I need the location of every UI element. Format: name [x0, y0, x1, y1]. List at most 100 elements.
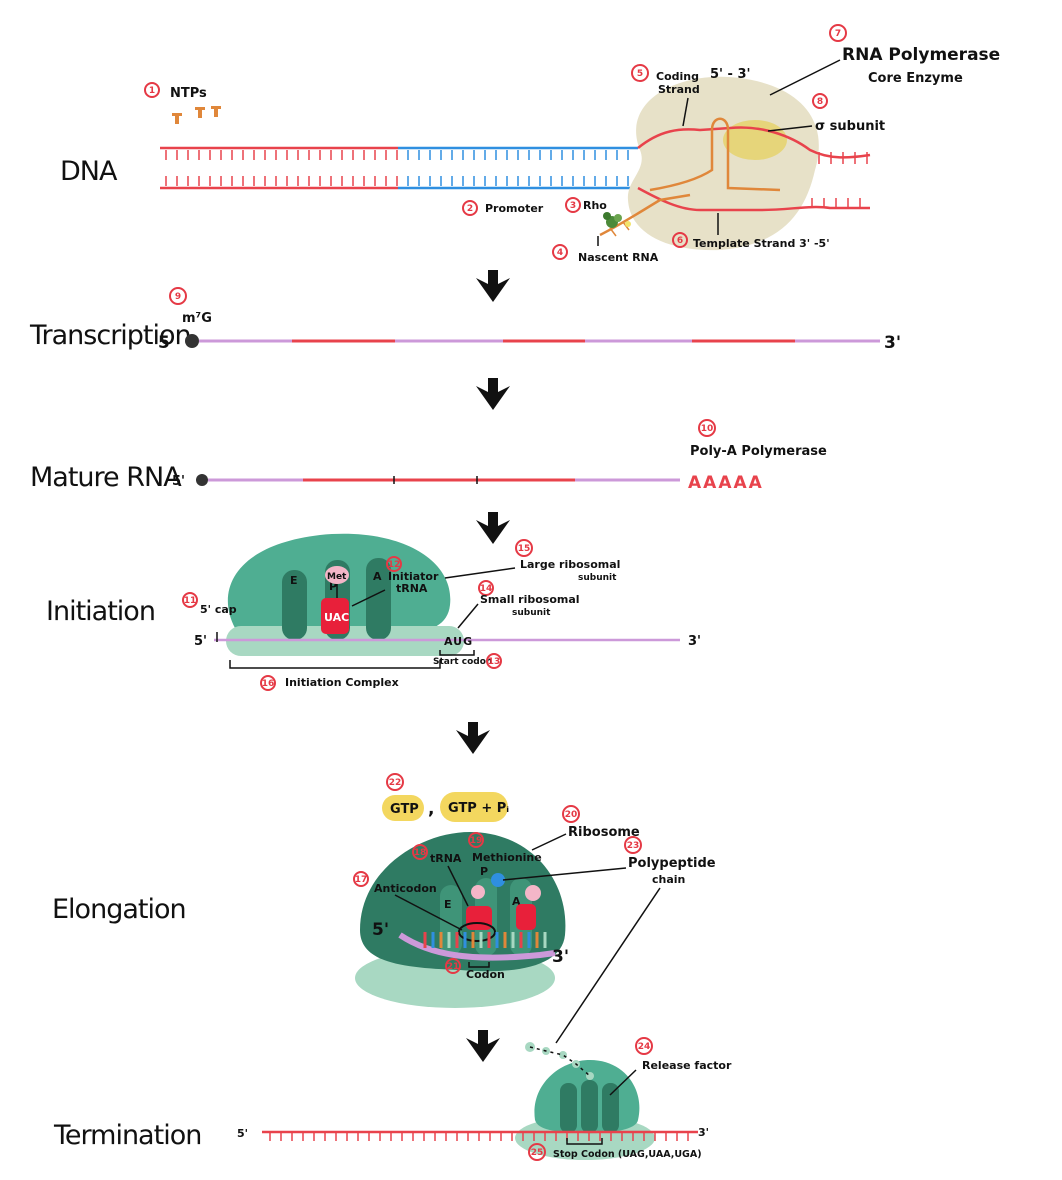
coding-strand-direction: 5' - 3' [710, 67, 751, 82]
stage-title-elongation: Elongation [52, 894, 186, 925]
codon-number: 21 [447, 962, 460, 972]
rho-number: 3 [570, 201, 576, 211]
rna-polymerase-label-2: Core Enzyme [868, 71, 963, 86]
rho-label-group: 3 Rho [565, 197, 607, 213]
stop-codon-label: Stop Codon (UAG,UAA,UGA) [553, 1149, 702, 1160]
initiator-trna-number: 12 [388, 560, 401, 570]
sigma-label: σ subunit [815, 119, 885, 134]
rna-polymerase-number: 7 [835, 29, 841, 39]
a-site-pillar [366, 558, 391, 640]
start-codon-sequence: AUG [444, 635, 473, 648]
initiator-trna-label-2: tRNA [396, 582, 428, 595]
init-cap-label: 5' cap [200, 603, 237, 616]
sigma-subunit [723, 120, 787, 160]
arrow-down-icon [476, 270, 510, 302]
methionine-number: 19 [470, 836, 483, 846]
elongation-mrna [398, 932, 556, 961]
ntps-label: NTPs [170, 86, 207, 101]
methionine-blob [471, 885, 485, 899]
arrow-down-icon [476, 512, 510, 544]
ntps-group: 1 NTPs [144, 82, 221, 124]
stage-title-dna: DNA [60, 156, 118, 187]
mature-rna-section: Mature RNA 5' AAAAA 10 Poly-A Polymerase [30, 419, 827, 493]
start-codon-number: 13 [488, 657, 501, 667]
init-cap-number: 11 [184, 596, 197, 606]
stage-title-mature-rna: Mature RNA [30, 462, 182, 493]
transcription-5prime: 5' [158, 333, 175, 353]
template-strand-label-group: 6 Template Strand 3' -5' [672, 213, 830, 250]
large-subunit-label-2: subunit [578, 573, 617, 583]
small-subunit-number: 14 [480, 584, 493, 594]
rna-polymerase-label-group: 7 RNA Polymerase Core Enzyme [769, 24, 1000, 96]
sigma-number: 8 [817, 97, 823, 107]
sigma-label-group: 8 σ subunit [767, 93, 885, 134]
coding-strand-label-group: 5 Coding Strand 5' - 3' [631, 64, 751, 127]
init-5prime: 5' [194, 634, 207, 649]
nascent-rna-label: Nascent RNA [578, 251, 659, 264]
rho-label: Rho [583, 199, 607, 212]
gtp-group: 22 GTP , GTP + Pᵢ [382, 773, 509, 822]
trna-label: tRNA [430, 852, 462, 865]
large-subunit-number: 15 [518, 544, 531, 554]
rho-factor [603, 212, 631, 228]
term-3prime: 3' [698, 1126, 709, 1139]
template-strand-label: Template Strand 3' -5' [693, 237, 830, 250]
large-subunit-label-group: 15 Large ribosomal subunit [444, 539, 620, 583]
initiator-trna [321, 598, 349, 634]
init-site-p: P [329, 580, 337, 593]
release-factor-label: Release factor [642, 1059, 732, 1072]
polypeptide-label-2: chain [652, 873, 685, 886]
elong-5prime: 5' [372, 920, 389, 940]
gtp-separator: , [428, 799, 434, 819]
template-strand-number: 6 [677, 236, 683, 246]
elong-site-p: P [480, 865, 488, 878]
init-site-e: E [290, 574, 298, 587]
gtp-label: GTP [390, 802, 419, 817]
initiation-complex-label: Initiation Complex [285, 676, 399, 689]
mature-cap-icon [196, 474, 208, 486]
gtp-pi-cloud [440, 792, 508, 822]
initiation-section: Initiation E P A UAC Met 5' 3' AUG 11 5'… [46, 533, 701, 691]
a-site-trna [516, 904, 536, 930]
gtp-number: 22 [389, 778, 402, 788]
elong-site-a: A [512, 895, 521, 908]
release-factor-label-group: 24 Release factor [609, 1037, 732, 1096]
arrow-down-icon [476, 378, 510, 410]
anticodon-label-group: 17 Anticodon [353, 871, 463, 931]
init-met: Met [327, 572, 347, 582]
termination-section: Termination 5' 3' 24 Release factor [53, 1037, 732, 1161]
small-subunit-label-group: 14 Small ribosomal subunit [457, 580, 580, 629]
elongation-section: Elongation 22 GTP , GTP + Pᵢ E P A [52, 773, 716, 1044]
init-anticodon: UAC [324, 611, 349, 624]
anticodon-label: Anticodon [374, 882, 437, 895]
coding-strand-number: 5 [637, 69, 643, 79]
flow-arrows [456, 270, 510, 1062]
p-site-trna [466, 906, 492, 930]
termination-pillars [560, 1080, 619, 1133]
poly-a-polymerase-number: 10 [701, 424, 714, 434]
trna-label-group: 18 tRNA [412, 844, 469, 907]
mrna-ticks [269, 1132, 689, 1141]
small-subunit-label-1: Small ribosomal [480, 593, 580, 606]
stop-codon-label-group: 25 Stop Codon (UAG,UAA,UGA) [528, 1138, 702, 1161]
gtp-cloud [382, 795, 424, 821]
start-codon-label: Start codon [433, 657, 492, 667]
polypeptide-number: 23 [627, 841, 640, 851]
e-site-pillar [282, 570, 307, 640]
m7g-cap-icon [185, 334, 199, 348]
transcription-3prime: 3' [884, 333, 901, 353]
anticodon-number: 17 [355, 875, 368, 885]
coding-strand-label-2: Strand [658, 83, 700, 96]
transcription-section: Transcription 5' 3' 9 m⁷G [29, 287, 901, 353]
initiator-trna-label-1: Initiator [388, 570, 439, 583]
met-amino-acid [325, 566, 349, 584]
dna-section: DNA 1 NTPs [60, 24, 1000, 264]
nascent-rna-label-group: 4 Nascent RNA [552, 236, 659, 264]
stage-title-termination: Termination [53, 1120, 201, 1151]
codon-label: Codon [466, 968, 505, 981]
rna-polymerase-label-1: RNA Polymerase [842, 45, 1000, 65]
term-5prime: 5' [237, 1127, 248, 1140]
transcription-bubble [599, 117, 871, 237]
amino-acid-blue [491, 873, 505, 887]
